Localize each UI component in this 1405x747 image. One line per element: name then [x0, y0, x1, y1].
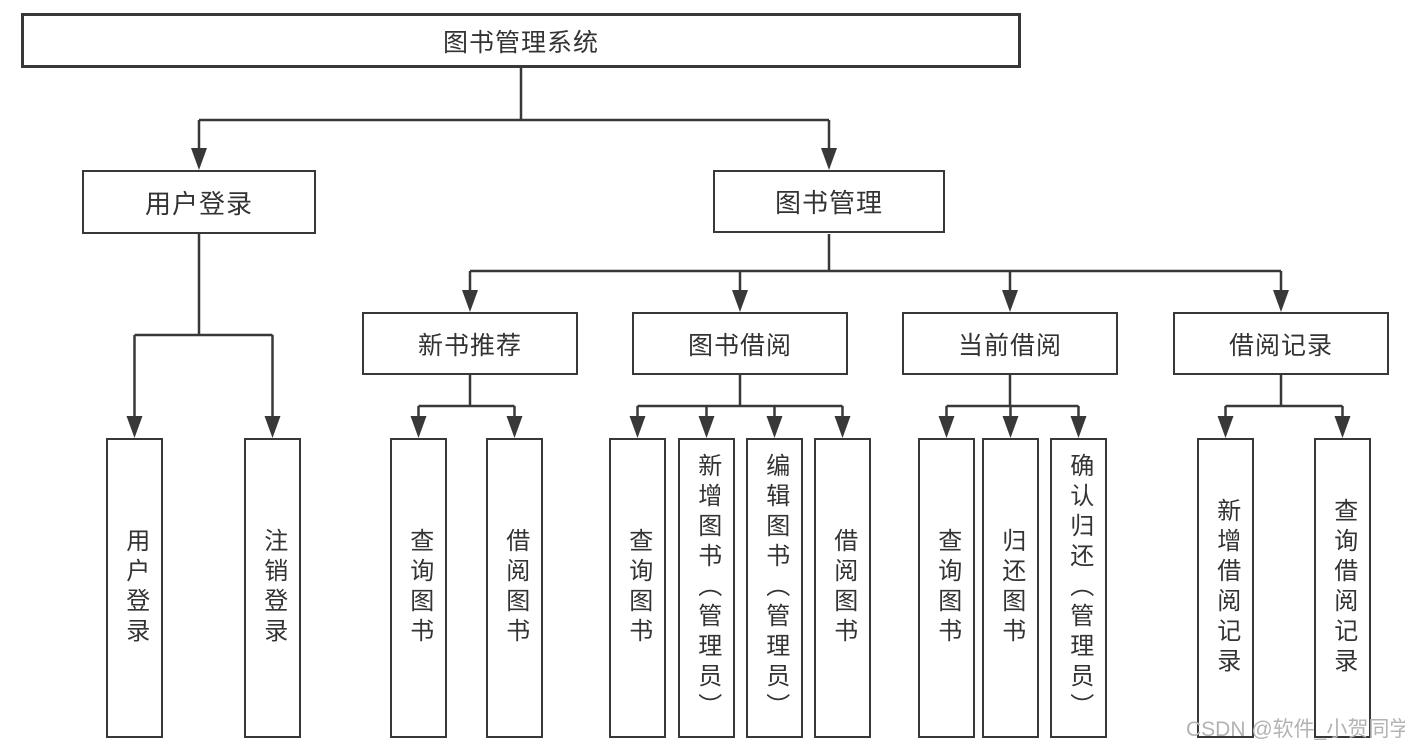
leaf-return-book: 归还图书	[982, 438, 1039, 738]
arrowhead	[938, 416, 955, 438]
node-root-system: 图书管理系统	[21, 13, 1021, 68]
arrowhead	[629, 416, 646, 438]
arrowhead	[410, 416, 427, 438]
arrowhead	[821, 148, 837, 170]
arrowhead	[191, 148, 207, 170]
arrowhead	[834, 416, 851, 438]
node-book-borrowing: 图书借阅	[632, 312, 848, 375]
arrowhead	[506, 416, 523, 438]
node-borrowing-records: 借阅记录	[1173, 312, 1389, 375]
leaf-current-query-book: 查询图书	[918, 438, 975, 738]
arrowhead	[1334, 416, 1351, 438]
leaf-recommend-query-book: 查询图书	[390, 438, 447, 738]
arrowhead	[126, 416, 143, 438]
arrowhead	[264, 416, 281, 438]
leaf-confirm-return-admin: 确认归还（管理员）	[1050, 438, 1107, 738]
watermark: CSDN @软件_小贺同学	[1186, 718, 1405, 741]
leaf-edit-book-admin: 编辑图书（管理员）	[746, 438, 803, 738]
arrowhead	[732, 290, 748, 312]
leaf-user-login: 用户登录	[106, 438, 163, 738]
arrowhead	[766, 416, 783, 438]
arrowhead	[1002, 290, 1018, 312]
leaf-query-borrow-record: 查询借阅记录	[1314, 438, 1371, 738]
leaf-borrow-query-book: 查询图书	[609, 438, 666, 738]
arrowhead	[1273, 290, 1289, 312]
arrowhead	[1217, 416, 1234, 438]
node-new-book-recommendation: 新书推荐	[362, 312, 578, 375]
node-book-management: 图书管理	[713, 170, 945, 233]
leaf-logout: 注销登录	[244, 438, 301, 738]
arrowhead	[462, 290, 478, 312]
leaf-recommend-borrow-book: 借阅图书	[486, 438, 543, 738]
leaf-add-borrow-record: 新增借阅记录	[1197, 438, 1254, 738]
leaf-add-book-admin: 新增图书（管理员）	[678, 438, 735, 738]
node-user-login: 用户登录	[82, 170, 316, 234]
arrowhead	[698, 416, 715, 438]
leaf-borrow-book: 借阅图书	[814, 438, 871, 738]
node-current-borrowing: 当前借阅	[902, 312, 1118, 375]
arrowhead	[1070, 416, 1087, 438]
arrowhead	[1002, 416, 1019, 438]
